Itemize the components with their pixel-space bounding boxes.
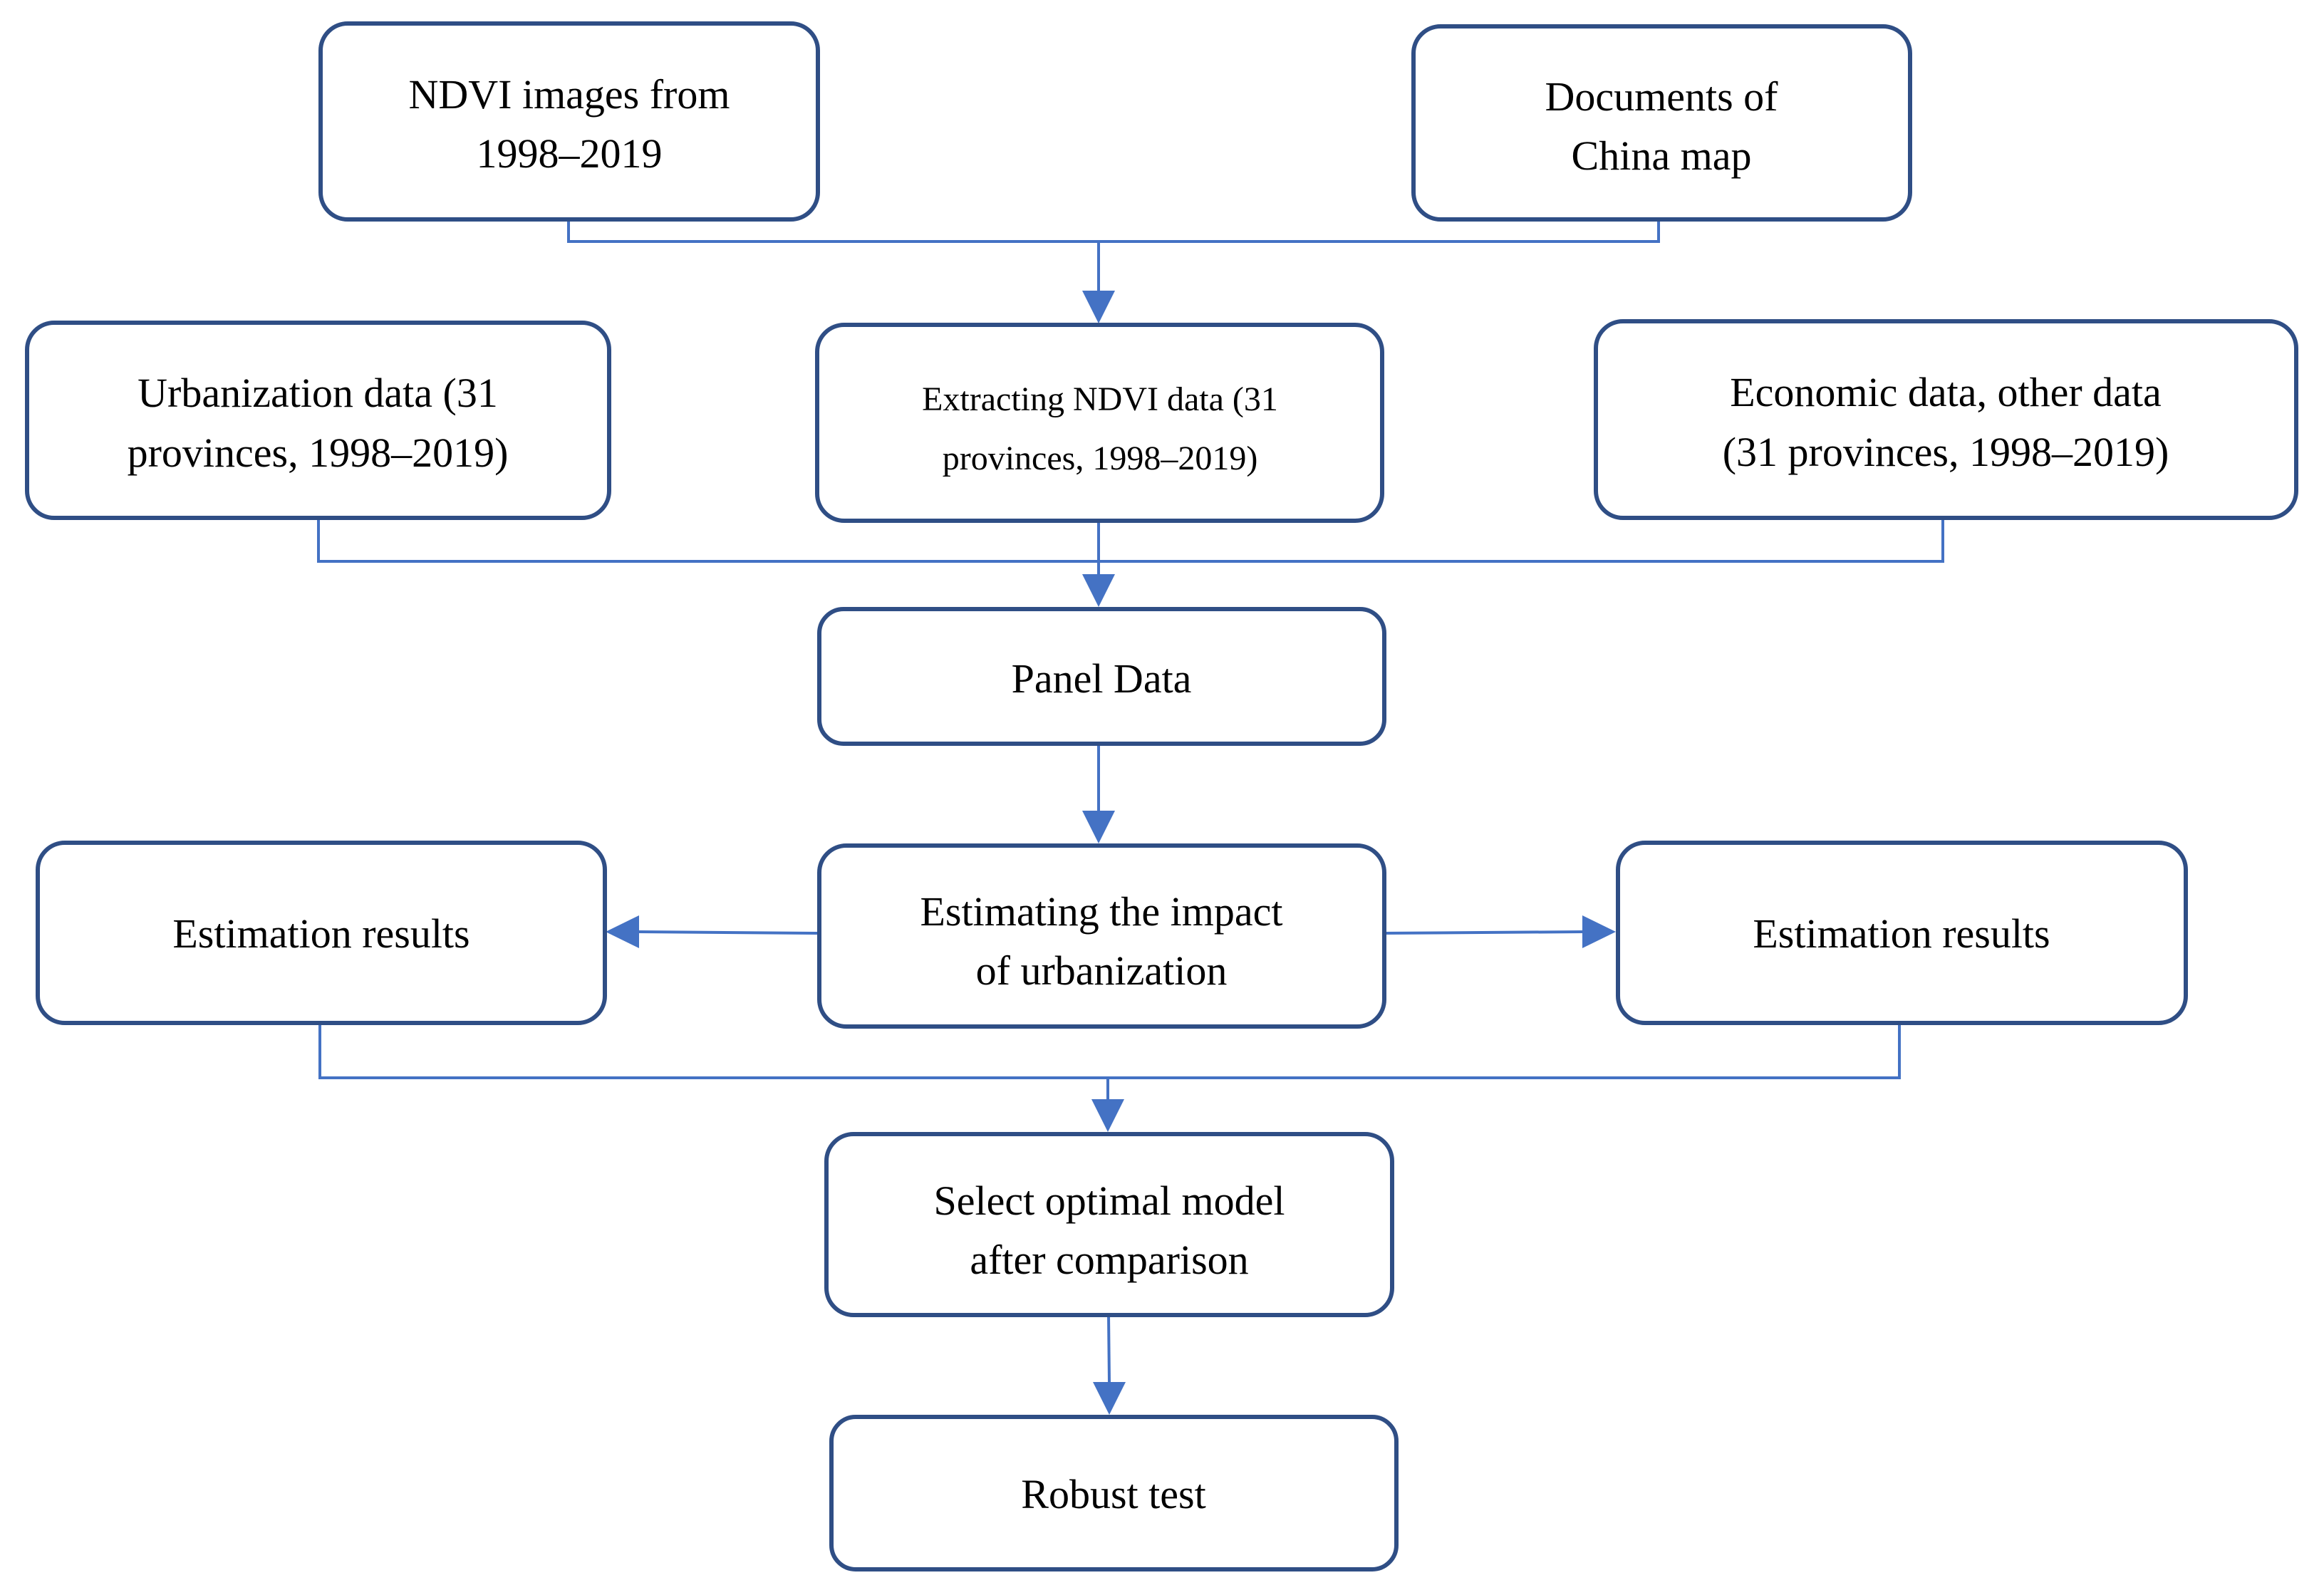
connector-estimating-to-right bbox=[1382, 930, 1583, 935]
box-urbanization-data: Urbanization data (31 provinces, 1998–20… bbox=[25, 321, 611, 520]
box-ndvi-images: NDVI images from 1998–2019 bbox=[318, 21, 820, 222]
box-estimation-right-label: Estimation results bbox=[1753, 910, 2050, 957]
box-robust-test-label: Robust test bbox=[1021, 1471, 1205, 1517]
connectors bbox=[317, 219, 1944, 1415]
box-select-line2: after comparison bbox=[970, 1237, 1248, 1283]
box-china-map-line2: China map bbox=[1572, 133, 1752, 179]
box-select-model: Select optimal model after comparison bbox=[824, 1132, 1394, 1317]
box-estimating-line2: of urbanization bbox=[976, 947, 1228, 994]
box-panel-data-label: Panel Data bbox=[1012, 655, 1192, 702]
arrowhead-to-extracting bbox=[1082, 291, 1115, 323]
box-ndvi-images-line2: 1998–2019 bbox=[477, 130, 663, 177]
box-china-map-line1: Documents of bbox=[1545, 73, 1779, 120]
connector-results-merge bbox=[318, 1023, 1901, 1079]
box-economic-line2: (31 provinces, 1998–2019) bbox=[1723, 429, 2169, 475]
box-ndvi-images-line1: NDVI images from bbox=[408, 71, 730, 118]
connector-middle-merge bbox=[317, 518, 1944, 563]
box-estimation-results-left: Estimation results bbox=[36, 841, 607, 1025]
box-economic-line1: Economic data, other data bbox=[1730, 369, 2162, 415]
box-extracting-ndvi: Extracting NDVI data (31 provinces, 1998… bbox=[815, 323, 1384, 523]
connector-estimating-to-left bbox=[638, 930, 818, 935]
arrowhead-to-panel bbox=[1082, 574, 1115, 607]
arrowhead-to-estimating bbox=[1082, 811, 1115, 843]
box-urbanization-line2: provinces, 1998–2019) bbox=[128, 430, 509, 476]
box-economic-data: Economic data, other data (31 provinces,… bbox=[1594, 319, 2298, 520]
box-china-map: Documents of China map bbox=[1411, 24, 1912, 222]
box-estimation-left-label: Estimation results bbox=[172, 910, 470, 957]
box-select-line1: Select optimal model bbox=[934, 1178, 1285, 1224]
box-estimating-impact: Estimating the impact of urbanization bbox=[817, 843, 1386, 1029]
arrowhead-to-right-results bbox=[1582, 915, 1616, 948]
box-urbanization-line1: Urbanization data (31 bbox=[138, 370, 498, 416]
box-robust-test: Robust test bbox=[829, 1415, 1399, 1571]
arrowhead-to-robust bbox=[1093, 1382, 1126, 1415]
arrowhead-to-left-results bbox=[606, 915, 639, 948]
box-extracting-line2: provinces, 1998–2019) bbox=[943, 440, 1258, 477]
arrowhead-to-select bbox=[1091, 1099, 1124, 1132]
connector-top-merge bbox=[567, 219, 1660, 243]
box-panel-data: Panel Data bbox=[817, 607, 1386, 746]
box-estimation-results-right: Estimation results bbox=[1616, 841, 2188, 1025]
box-estimating-line1: Estimating the impact bbox=[920, 888, 1282, 935]
box-extracting-line1: Extracting NDVI data (31 bbox=[922, 380, 1278, 418]
